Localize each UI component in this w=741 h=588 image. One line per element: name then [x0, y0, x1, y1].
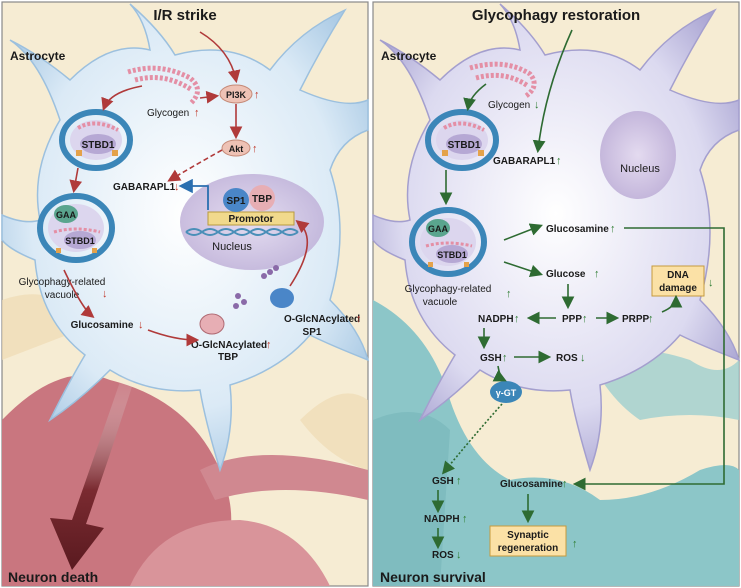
vacuole-right-label-2: vacuole	[423, 297, 458, 308]
right-title: Glycophagy restoration	[472, 7, 640, 24]
nucleus-label: Nucleus	[212, 241, 252, 253]
glycogen-right-arrow: ↓	[534, 99, 540, 111]
neuron-nadph-arrow: ↑	[462, 513, 468, 525]
promotor-box	[207, 211, 295, 226]
glucosamine-right-label: Glucosamine	[546, 224, 609, 235]
glycogen-chain-right	[469, 61, 537, 99]
nucleus-right-label: Nucleus	[620, 163, 660, 175]
stbd1-vacuole-right-label: STBD1	[437, 250, 467, 260]
ppp-arrow: ↑	[582, 313, 588, 325]
glucosamine-arrow: ↓	[138, 319, 144, 331]
nucleus-right	[600, 111, 676, 199]
nadph-label: NADPH	[478, 314, 514, 325]
gabarapl1-label: GABARAPL1	[113, 182, 176, 193]
oglc-sp1-label-1: O-GlcNAcylated	[284, 314, 360, 325]
prpp-arrow: ↑	[648, 313, 654, 325]
dna-label-1: DNA	[667, 270, 689, 281]
synaptic-label-2: regeneration	[498, 543, 559, 554]
tbp-label: TBP	[252, 194, 272, 205]
ros-arrow: ↓	[580, 352, 586, 364]
synaptic-label-1: Synaptic	[507, 530, 549, 541]
stbd1-top-label: STBD1	[82, 140, 115, 151]
pi3k-label: PI3K	[226, 90, 247, 100]
dna-damage-box	[651, 265, 705, 297]
glucosamine-label: Glucosamine	[71, 320, 134, 331]
vacuole-right	[409, 207, 487, 277]
sp1-label: SP1	[227, 196, 246, 207]
glycogen-right-label: Glycogen	[488, 100, 530, 111]
prpp-label: PRPP	[622, 314, 650, 325]
left-outcome: Neuron death	[8, 569, 98, 585]
synaptic-arrow: ↑	[572, 538, 578, 550]
glycogen-chain-left	[127, 65, 200, 106]
neuron-ros-arrow: ↓	[456, 549, 462, 561]
ros-label: ROS	[556, 353, 578, 364]
gabarapl1-arrow: ↓	[174, 181, 180, 193]
neuron-glucosamine-arrow: ↑	[562, 478, 568, 490]
right-outcome: Neuron survival	[380, 569, 486, 585]
vacuole-label-2: vacuole	[45, 290, 80, 301]
left-panel: Promotor SP1 TBP Nucleus I/R strike Astr…	[1, 1, 370, 587]
neuron-right	[373, 300, 739, 586]
glucosamine-right-arrow: ↑	[610, 223, 616, 235]
glcnac-groups	[233, 265, 279, 309]
dna-label-2: damage	[659, 283, 697, 294]
right-arrows	[431, 29, 725, 550]
left-arrows	[63, 31, 310, 347]
right-panel: Nucleus Glycophagy restoration Astrocyte…	[372, 1, 741, 587]
akt-arrow: ↑	[252, 143, 258, 155]
ppp-label: PPP	[562, 314, 582, 325]
ggt-label: γ-GT	[496, 388, 517, 398]
oglc-tbp-label-2: TBP	[218, 352, 238, 363]
oglc-tbp-label-1: O-GlcNAcylated	[191, 340, 267, 351]
oglc-sp1-label-2: SP1	[303, 327, 322, 338]
glycogen-arrow: ↑	[194, 107, 200, 119]
neuron-glucosamine-label: Glucosamine	[500, 479, 563, 490]
nadph-arrow: ↑	[514, 313, 520, 325]
vacuole-label-1: Glycophagy-related	[19, 277, 106, 288]
neuron-ros-label: ROS	[432, 550, 454, 561]
oglc-tbp-arrow: ↑	[266, 339, 272, 351]
glycogen-label: Glycogen	[147, 108, 189, 119]
dna-arrow: ↓	[708, 277, 714, 289]
neuron-gsh-label: GSH	[432, 476, 454, 487]
gsh-arrow: ↑	[502, 352, 508, 364]
synaptic-box	[489, 525, 567, 557]
right-astrocyte-label: Astrocyte	[381, 49, 437, 63]
gaa-right-label: GAA	[428, 224, 449, 234]
vacuole-right-arrow: ↑	[506, 288, 512, 300]
pi3k-arrow: ↑	[254, 89, 260, 101]
gsh-label: GSH	[480, 353, 502, 364]
gabarapl1-right-arrow: ↑	[556, 155, 562, 167]
left-title: I/R strike	[153, 7, 216, 24]
promotor-label: Promotor	[229, 214, 274, 225]
vacuole-left	[37, 193, 115, 263]
stbd1-vesicle-right	[425, 109, 499, 171]
vacuole-right-label-1: Glycophagy-related	[405, 284, 492, 295]
neuron-gsh-arrow: ↑	[456, 475, 462, 487]
oglc-sp1-arrow: ↑	[356, 313, 362, 325]
stbd1-vacuole-label: STBD1	[65, 236, 95, 246]
stbd1-vesicle-left	[59, 109, 133, 171]
neuron-nadph-label: NADPH	[424, 514, 460, 525]
akt-label: Akt	[229, 144, 244, 154]
neuron-death-arrow	[50, 370, 136, 570]
glucose-arrow: ↑	[594, 268, 600, 280]
gaa-label: GAA	[56, 210, 77, 220]
left-astrocyte-label: Astrocyte	[10, 49, 66, 63]
gabarapl1-right-label: GABARAPL1	[493, 156, 556, 167]
vacuole-arrow: ↓	[102, 288, 108, 300]
stbd1-top-right-label: STBD1	[448, 140, 481, 151]
glucose-label: Glucose	[546, 269, 586, 280]
